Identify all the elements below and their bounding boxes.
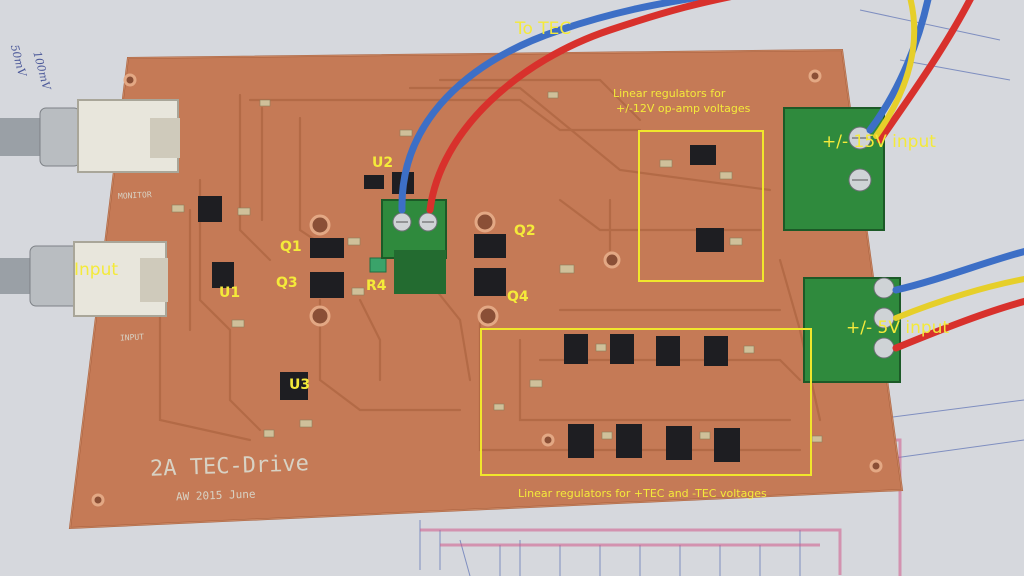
smd-components <box>171 91 823 462</box>
input-silkscreen: INPUT <box>119 332 145 343</box>
terminal-to-tec <box>381 199 447 294</box>
q4-label: Q4 <box>507 289 529 305</box>
regulators-tec-box <box>480 328 812 476</box>
u3-label: U3 <box>289 377 311 393</box>
background-schematic-lines <box>419 9 1024 576</box>
u2-label: U2 <box>372 155 394 171</box>
u1-label: U1 <box>219 285 241 301</box>
r4-label: R4 <box>366 278 387 294</box>
r4-resistor <box>369 257 387 273</box>
q3-label: Q3 <box>276 275 298 291</box>
bnc-connector-input <box>0 241 168 317</box>
pm5v-input-label: +/- 5V input <box>846 318 950 338</box>
board-title-silkscreen: 2A TEC-Drive <box>149 451 310 482</box>
q2-label: Q2 <box>514 223 536 239</box>
wires-to-tec <box>398 0 732 214</box>
terminal-5v <box>803 277 901 383</box>
regulators-tec-label: Linear regulators for +TEC and -TEC volt… <box>518 487 767 500</box>
regulators-12v-box <box>638 130 764 282</box>
pm15v-input-label: +/- 15V input <box>822 132 936 152</box>
wires-15v <box>866 0 974 144</box>
to-tec-label: To TEC <box>515 19 572 39</box>
q1-label: Q1 <box>280 239 302 255</box>
mounting-holes <box>91 69 883 507</box>
board-credit-silkscreen: AW 2015 June <box>175 487 256 504</box>
bnc-connector-monitor <box>0 99 180 173</box>
input-label: Input <box>74 260 119 280</box>
regulators-12v-label-line1: Linear regulators for <box>613 87 726 100</box>
wires-5v <box>892 247 1024 352</box>
regulators-12v-label-line2: +/-12V op-amp voltages <box>616 102 751 115</box>
